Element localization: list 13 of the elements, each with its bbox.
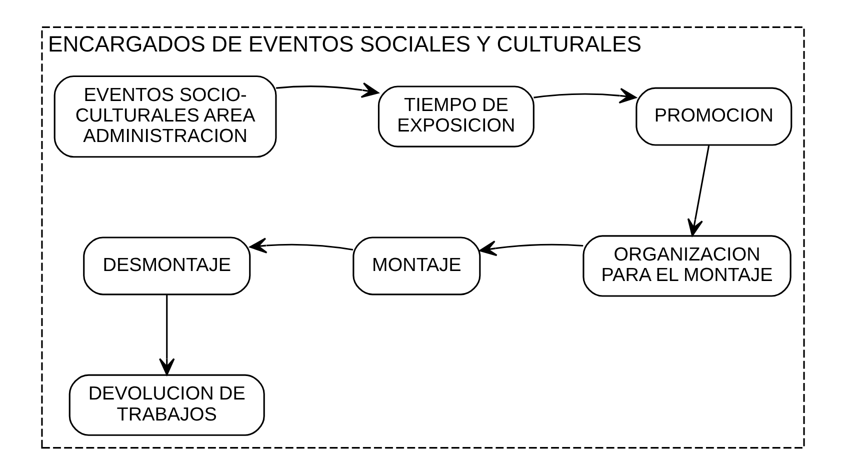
arrow — [687, 146, 710, 236]
node-box: PROMOCION — [636, 87, 792, 146]
node-box: EVENTOS SOCIO-CULTURALES AREA ADMINISTRACION — [54, 75, 277, 158]
arrow — [534, 88, 637, 104]
node-box: DESMONTAJE — [83, 236, 251, 296]
node-box: ORGANIZACION PARA EL MONTAJE — [582, 235, 792, 297]
arrow — [250, 238, 354, 254]
node-box: DEVOLUCION DE TRABAJOS — [68, 374, 265, 436]
arrow — [479, 240, 584, 256]
node-box: MONTAJE — [352, 236, 481, 296]
arrow — [276, 82, 379, 98]
node-box: TIEMPO DE EXPOSICION — [378, 86, 534, 148]
arrow — [158, 295, 175, 376]
